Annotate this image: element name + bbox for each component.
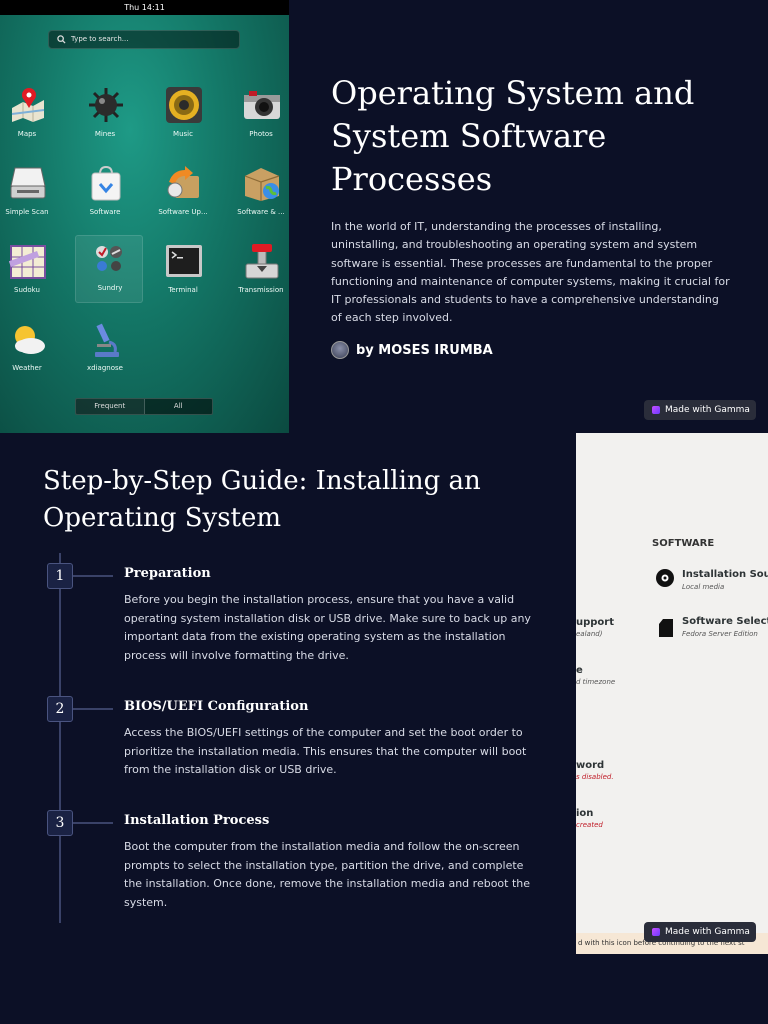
disc-icon bbox=[656, 569, 674, 587]
app-label: Simple Scan bbox=[5, 208, 49, 216]
app-label: Transmission bbox=[238, 286, 284, 294]
app-photos[interactable]: Photos bbox=[227, 82, 289, 150]
app-label: Software & ... bbox=[237, 208, 285, 216]
terminal-icon bbox=[166, 245, 202, 277]
step-description: Boot the computer from the installation … bbox=[124, 840, 531, 909]
app-simple-scan[interactable]: Simple Scan bbox=[0, 160, 61, 228]
connector bbox=[73, 822, 113, 824]
view-toggle: Frequent All bbox=[75, 398, 213, 415]
app-label: Software bbox=[89, 208, 121, 216]
step-number: 2 bbox=[47, 696, 73, 722]
app-transmission[interactable]: Transmission bbox=[227, 238, 289, 306]
step-description: Before you begin the installation proces… bbox=[124, 593, 531, 662]
sudoku-icon bbox=[9, 245, 46, 279]
app-label: Maps bbox=[17, 130, 37, 138]
map-pin-icon bbox=[11, 88, 45, 122]
top-bar-clock: Thu 14:11 bbox=[0, 0, 289, 15]
author-byline: by MOSES IRUMBA bbox=[331, 341, 493, 359]
transmission-icon bbox=[245, 244, 279, 279]
gnome-app-grid-screenshot: Thu 14:11 Type to search... Maps Mines bbox=[0, 0, 289, 433]
step-number: 1 bbox=[47, 563, 73, 589]
mine-icon bbox=[89, 88, 123, 122]
user-creation-fragment: ion bbox=[576, 808, 594, 819]
app-maps[interactable]: Maps bbox=[0, 82, 61, 150]
source-title: Installation Sourc bbox=[682, 569, 768, 580]
scanner-icon bbox=[10, 167, 46, 199]
slide-title: Operating System and System Software Pro… bbox=[331, 74, 695, 198]
installer-screenshot: SOFTWARE Installation Sourc Local media … bbox=[576, 433, 768, 954]
app-label: Mines bbox=[94, 130, 116, 138]
app-software-update[interactable]: Software Up... bbox=[149, 160, 217, 228]
made-with-gamma-badge[interactable]: Made with Gamma bbox=[644, 400, 756, 420]
search-icon bbox=[57, 35, 66, 44]
step-number: 3 bbox=[47, 810, 73, 836]
weather-icon bbox=[15, 326, 45, 354]
software-section-heading: SOFTWARE bbox=[652, 538, 715, 549]
tab-all[interactable]: All bbox=[173, 402, 183, 410]
app-mines[interactable]: Mines bbox=[71, 82, 139, 150]
slide-title: Step-by-Step Guide: Installing an Operat… bbox=[43, 466, 481, 533]
made-with-gamma-badge[interactable]: Made with Gamma bbox=[644, 922, 756, 942]
package-globe-icon bbox=[244, 168, 280, 201]
app-terminal[interactable]: Terminal bbox=[149, 238, 217, 306]
app-label: xdiagnose bbox=[87, 364, 123, 372]
badge-label: Made with Gamma bbox=[665, 405, 750, 415]
app-music[interactable]: Music bbox=[149, 82, 217, 150]
badge-label: Made with Gamma bbox=[665, 927, 750, 937]
installation-guide-slide: Step-by-Step Guide: Installing an Operat… bbox=[0, 433, 768, 1024]
app-label: Music bbox=[173, 130, 193, 138]
avatar bbox=[331, 341, 349, 359]
app-label: Photos bbox=[249, 130, 273, 138]
language-support-fragment: upport bbox=[576, 617, 615, 628]
step-title: Installation Process bbox=[124, 813, 270, 828]
tab-frequent[interactable]: Frequent bbox=[76, 399, 145, 414]
step-description: Access the BIOS/UEFI settings of the com… bbox=[124, 726, 527, 776]
app-label: Software Up... bbox=[158, 208, 208, 216]
selection-title: Software Selecti bbox=[682, 616, 768, 627]
app-software[interactable]: Software bbox=[71, 160, 139, 228]
app-label: Weather bbox=[12, 364, 42, 372]
language-support-sub: ealand) bbox=[576, 630, 603, 638]
app-xdiagnose[interactable]: xdiagnose bbox=[71, 316, 139, 384]
shopping-bag-icon bbox=[91, 165, 121, 201]
app-weather[interactable]: Weather bbox=[0, 316, 61, 384]
software-update-icon bbox=[167, 166, 199, 198]
time-date-fragment: e bbox=[576, 665, 583, 676]
app-label: Sundry bbox=[97, 284, 123, 292]
step-title: BIOS/UEFI Configuration bbox=[124, 699, 309, 714]
app-sudoku[interactable]: Sudoku bbox=[0, 238, 61, 306]
speaker-icon bbox=[166, 87, 202, 123]
connector bbox=[73, 575, 113, 577]
title-slide: Thu 14:11 Type to search... Maps Mines bbox=[0, 0, 768, 433]
root-password-warning: s disabled. bbox=[576, 773, 614, 781]
gamma-logo-icon bbox=[652, 928, 660, 936]
folder-sundry-icon bbox=[96, 246, 122, 271]
timeline-line bbox=[59, 553, 61, 923]
app-label: Terminal bbox=[168, 286, 198, 294]
connector bbox=[73, 708, 113, 710]
root-password-fragment: word bbox=[576, 760, 605, 771]
app-software-sources[interactable]: Software & ... bbox=[227, 160, 289, 228]
step-title: Preparation bbox=[124, 566, 211, 581]
user-creation-warning: created bbox=[576, 821, 603, 829]
selection-status: Fedora Server Edition bbox=[682, 630, 758, 638]
app-sundry-selected[interactable]: Sundry bbox=[75, 235, 143, 303]
microscope-icon bbox=[95, 323, 119, 357]
search-placeholder: Type to search... bbox=[71, 35, 129, 43]
package-icon bbox=[659, 619, 673, 637]
source-status: Local media bbox=[682, 583, 725, 591]
camera-icon bbox=[244, 91, 280, 119]
intro-paragraph: In the world of IT, understanding the pr… bbox=[331, 220, 730, 325]
author-name: by MOSES IRUMBA bbox=[356, 342, 493, 358]
time-date-sub: d timezone bbox=[576, 678, 616, 686]
app-label: Sudoku bbox=[14, 286, 40, 294]
search-input[interactable]: Type to search... bbox=[48, 30, 240, 49]
gamma-logo-icon bbox=[652, 406, 660, 414]
